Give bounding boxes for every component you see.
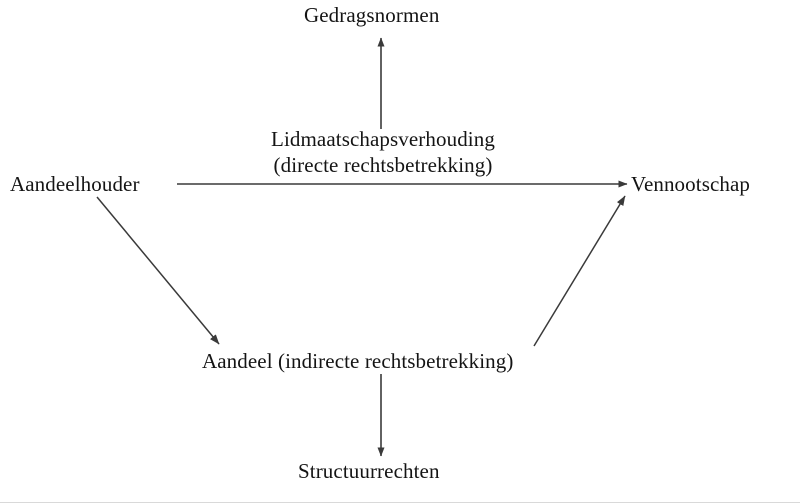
edge-label-lidmaatschapsverhouding: Lidmaatschapsverhouding (directe rechtsb… [244,126,522,178]
edge-label-line-2: (directe rechtsbetrekking) [273,153,493,177]
node-label-structuurrechten: Structuurrechten [298,459,440,483]
node-label-gedragsnormen: Gedragsnormen [304,3,440,27]
node-label-vennootschap: Vennootschap [631,172,751,196]
edge-aandeel-to-vennootschap [533,195,626,347]
edge-label-line-1: Lidmaatschapsverhouding [271,127,495,151]
node-label-aandeel: Aandeel (indirecte rechtsbetrekking) [202,349,514,373]
node-label-aandeelhouder: Aandeelhouder [10,172,140,196]
edge-aandeelhouder-to-aandeel [96,196,220,345]
